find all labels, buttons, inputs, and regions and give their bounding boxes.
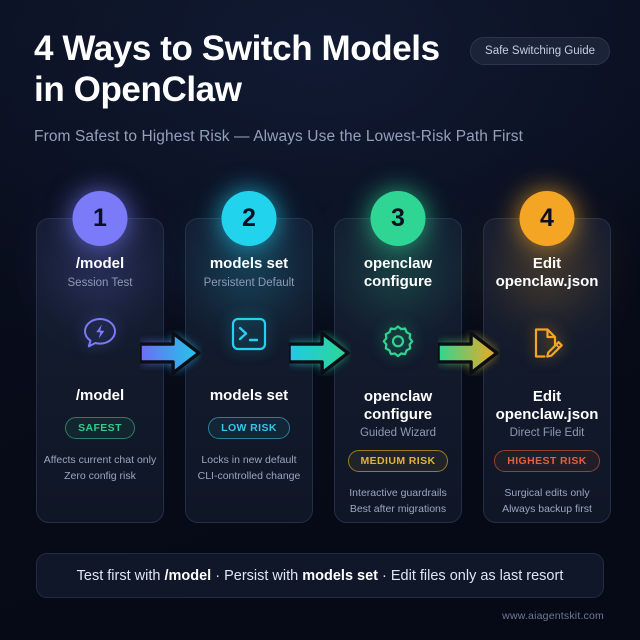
risk-badge: HIGHEST RISK: [494, 450, 600, 473]
card-subtitle: Session Test: [67, 277, 133, 290]
risk-badge: LOW RISK: [208, 416, 290, 439]
risk-badge: SAFEST: [65, 416, 135, 439]
page-title: 4 Ways to Switch Models in OpenClaw: [34, 28, 504, 111]
card-subtitle: Persistent Default: [203, 277, 295, 290]
step-number-badge: 4: [519, 191, 575, 246]
summary-bar: Test first with /model · Persist with mo…: [36, 553, 604, 598]
gear-icon: [375, 312, 421, 374]
summary-text: Test first with /model · Persist with mo…: [76, 567, 564, 584]
card-command-subtitle: Direct File Edit: [509, 427, 585, 440]
step-number-badge: 2: [221, 191, 277, 246]
card-note-1: Affects current chat only: [43, 453, 157, 466]
arrow-connector-2: [289, 330, 351, 376]
speech-bubble-lightning-icon: [78, 303, 122, 365]
risk-badge: MEDIUM RISK: [347, 450, 449, 473]
card-note-1: Surgical edits only: [504, 487, 590, 500]
document-pencil-icon: [525, 312, 569, 374]
step-number-badge: 1: [72, 191, 128, 246]
card-command-subtitle: Guided Wizard: [359, 427, 437, 440]
card-title: /model: [75, 255, 125, 272]
card-notes: Interactive guardrails Best after migrat…: [349, 485, 446, 518]
card-command-label: models set: [209, 387, 289, 405]
page-subtitle: From Safest to Highest Risk — Always Use…: [34, 127, 524, 145]
card-note-2: Always backup first: [502, 503, 592, 516]
card-note-2: Best after migrations: [349, 503, 447, 516]
title-line-1: 4 Ways to Switch Models: [34, 29, 440, 68]
arrow-connector-3: [438, 330, 500, 376]
card-note-2: Zero config risk: [64, 469, 136, 482]
card-command-label: /model: [75, 387, 125, 405]
card-notes: Locks in new default CLI-controlled chan…: [198, 452, 301, 485]
step-number-badge: 3: [370, 191, 426, 246]
terminal-icon: [227, 303, 271, 365]
arrow-connector-1: [140, 330, 202, 376]
title-line-2: in OpenClaw: [34, 70, 242, 110]
header: 4 Ways to Switch Models in OpenClaw From…: [34, 28, 610, 146]
card-notes: Surgical edits only Always backup first: [502, 485, 592, 518]
card-title: models set: [209, 255, 289, 272]
card-note-1: Locks in new default: [201, 453, 297, 466]
card-note-1: Interactive guardrails: [349, 487, 447, 500]
site-url: www.aiagentskit.com: [502, 610, 604, 622]
guide-tag-badge: Safe Switching Guide: [470, 37, 610, 65]
card-notes: Affects current chat only Zero config ri…: [44, 452, 156, 485]
card-note-2: CLI-controlled change: [197, 469, 301, 482]
